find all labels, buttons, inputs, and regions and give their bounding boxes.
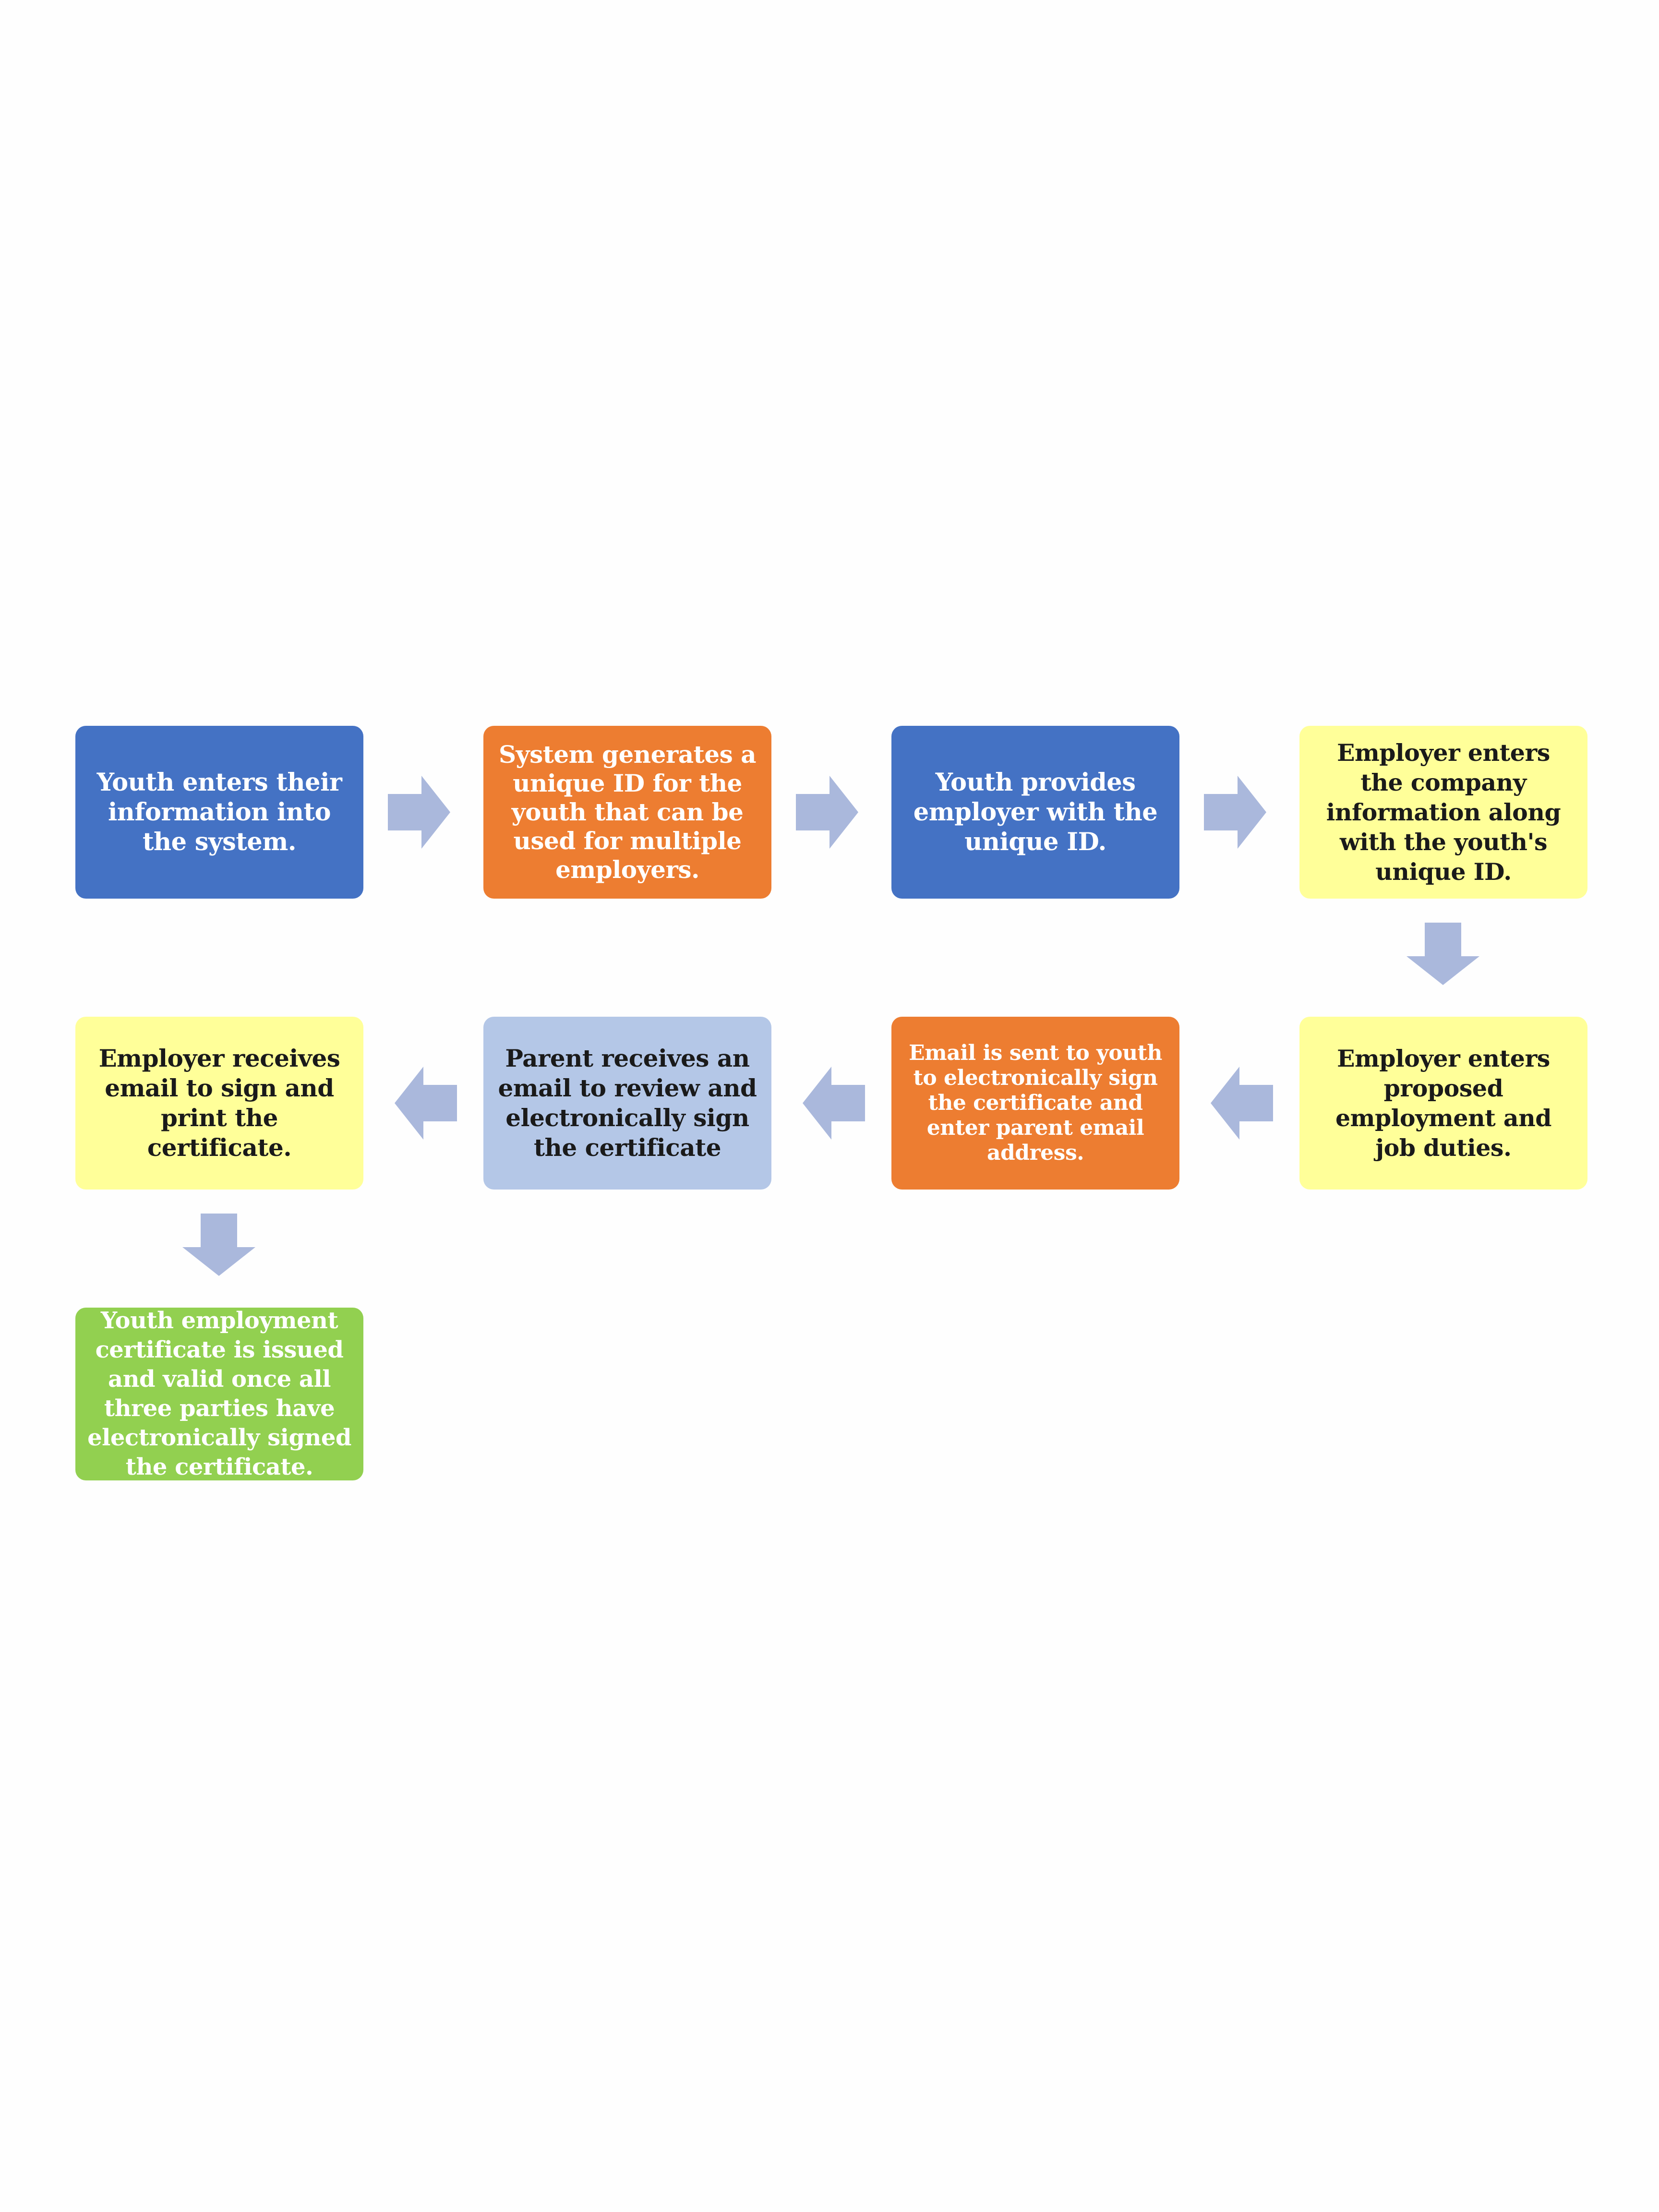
arrow-left-icon <box>395 1067 457 1140</box>
arrow-down-icon <box>182 1214 255 1276</box>
arrow-right-icon <box>388 776 450 849</box>
step-7-text: Parent receives an email to review and e… <box>498 1044 757 1162</box>
step-email-sent-to-youth: Email is sent to youth to electronically… <box>891 1017 1179 1190</box>
arrow-left-icon <box>1211 1067 1273 1140</box>
arrow-down-icon <box>1407 923 1479 985</box>
step-youth-provides-id: Youth provides employer with the unique … <box>891 726 1179 899</box>
step-parent-receives-email: Parent receives an email to review and e… <box>483 1017 771 1190</box>
arrow-right-icon <box>1204 776 1266 849</box>
step-employer-receives-email: Employer receives email to sign and prin… <box>75 1017 363 1190</box>
step-certificate-issued: Youth employment certificate is issued a… <box>75 1307 363 1480</box>
step-employer-enters-company-info: Employer enters the company information … <box>1299 726 1587 899</box>
step-employer-enters-employment: Employer enters proposed employment and … <box>1299 1017 1587 1190</box>
step-8-text: Employer receives email to sign and prin… <box>98 1044 340 1162</box>
step-4-text: Employer enters the company information … <box>1326 739 1561 886</box>
step-5-text: Employer enters proposed employment and … <box>1335 1045 1552 1162</box>
step-1-text: Youth enters their information into the … <box>96 768 342 856</box>
step-youth-enters-info: Youth enters their information into the … <box>75 726 363 899</box>
step-3-text: Youth provides employer with the unique … <box>913 768 1158 856</box>
arrow-right-icon <box>796 776 858 849</box>
step-2-text: System generates a unique ID for the you… <box>498 740 757 884</box>
step-6-text: Email is sent to youth to electronically… <box>909 1041 1162 1165</box>
arrow-left-icon <box>803 1067 865 1140</box>
step-system-generates-id: System generates a unique ID for the you… <box>483 726 771 899</box>
step-9-text: Youth employment certificate is issued a… <box>87 1307 351 1480</box>
